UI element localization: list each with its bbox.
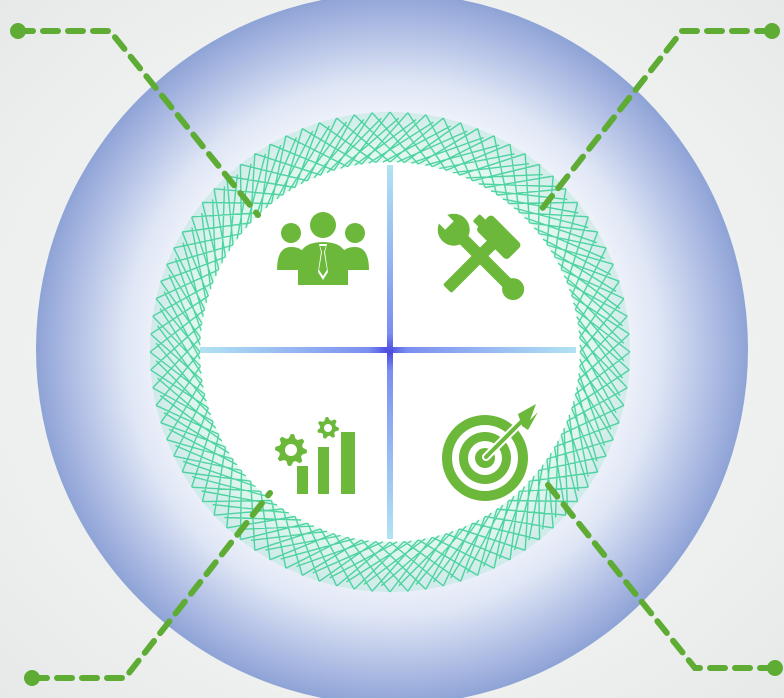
lattice-ring-band (150, 112, 630, 592)
vertical-divider (387, 165, 393, 539)
gear-large-icon (275, 434, 307, 466)
connector-dot-bottom-left (24, 670, 40, 686)
connector-dot-top-right (764, 23, 780, 39)
target-arrow-icon (442, 404, 538, 501)
lattice-ring-strands (149, 111, 631, 593)
connector-dot-top-left (10, 23, 26, 39)
connector-dot-bottom-right (767, 660, 783, 676)
connector-top-right (534, 28, 775, 218)
connector-top-left (15, 28, 261, 218)
connector-bottom-left (29, 490, 273, 681)
connector-bottom-right (545, 482, 778, 671)
team-people-icon (277, 212, 369, 285)
hammer-wrench-icon (435, 211, 525, 301)
lattice-ring (149, 111, 631, 593)
gear-small-icon (317, 417, 339, 439)
gears-bar-chart-icon (275, 417, 355, 494)
